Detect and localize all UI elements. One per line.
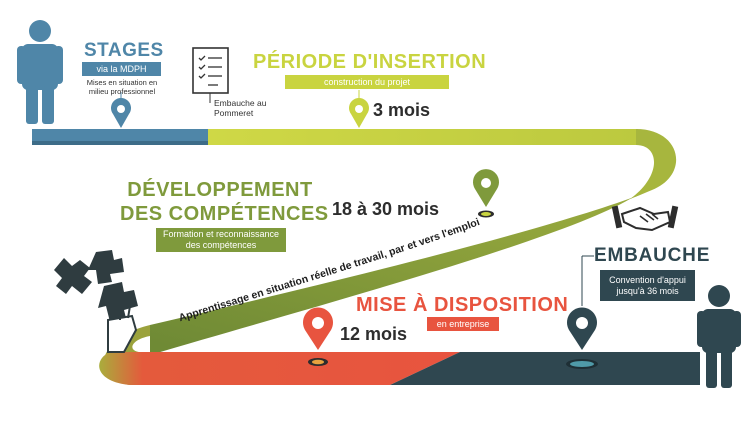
pin-stages: [111, 98, 131, 128]
embauche-pommeret-label: Embauche au Pommeret: [214, 98, 267, 118]
developpement-duration: 18 à 30 mois: [332, 199, 440, 219]
stages-title: STAGES: [84, 40, 164, 61]
road-diagonal: [150, 190, 652, 355]
insertion-title: PÉRIODE D'INSERTION: [253, 51, 487, 73]
road-bend-right: [630, 129, 677, 199]
pin-insertion: [349, 98, 370, 128]
pin-mise-a-disposition: [303, 307, 333, 366]
person-icon-right: [697, 285, 741, 388]
road-top-green: [208, 129, 638, 145]
mise-a-disposition-badge: en entreprise: [427, 317, 499, 331]
stages-badge: via la MDPH: [82, 62, 161, 76]
handshake-icon: [611, 205, 679, 232]
person-icon-left: [17, 20, 63, 124]
pin-embauche: [566, 256, 598, 369]
developpement-title: DÉVELOPPEMENT DES COMPÉTENCES: [120, 178, 329, 226]
embauche-title: EMBAUCHE: [594, 245, 711, 266]
embauche-badge: Convention d'appui jusqu'à 36 mois: [600, 270, 695, 301]
checklist-icon: [192, 47, 229, 103]
road-top-shadow: [32, 141, 210, 145]
stages-subtitle: Mises en situation en milieu professionn…: [86, 78, 158, 96]
insertion-duration: 3 mois: [373, 100, 431, 120]
mise-a-disposition-title: MISE À DISPOSITION: [356, 294, 569, 316]
developpement-badge: Formation et reconnaissance des compéten…: [156, 228, 286, 252]
mise-a-disposition-duration: 12 mois: [340, 324, 408, 344]
road-bottom-dark: [390, 352, 700, 385]
road-bottom-red: [99, 352, 460, 385]
pin-developpement: [473, 169, 500, 218]
insertion-badge: construction du projet: [285, 75, 449, 89]
developpement-title-line2: DES COMPÉTENCES: [120, 203, 329, 225]
developpement-title-line1: DÉVELOPPEMENT: [127, 179, 313, 201]
puzzle-hand-icon: [54, 250, 138, 353]
